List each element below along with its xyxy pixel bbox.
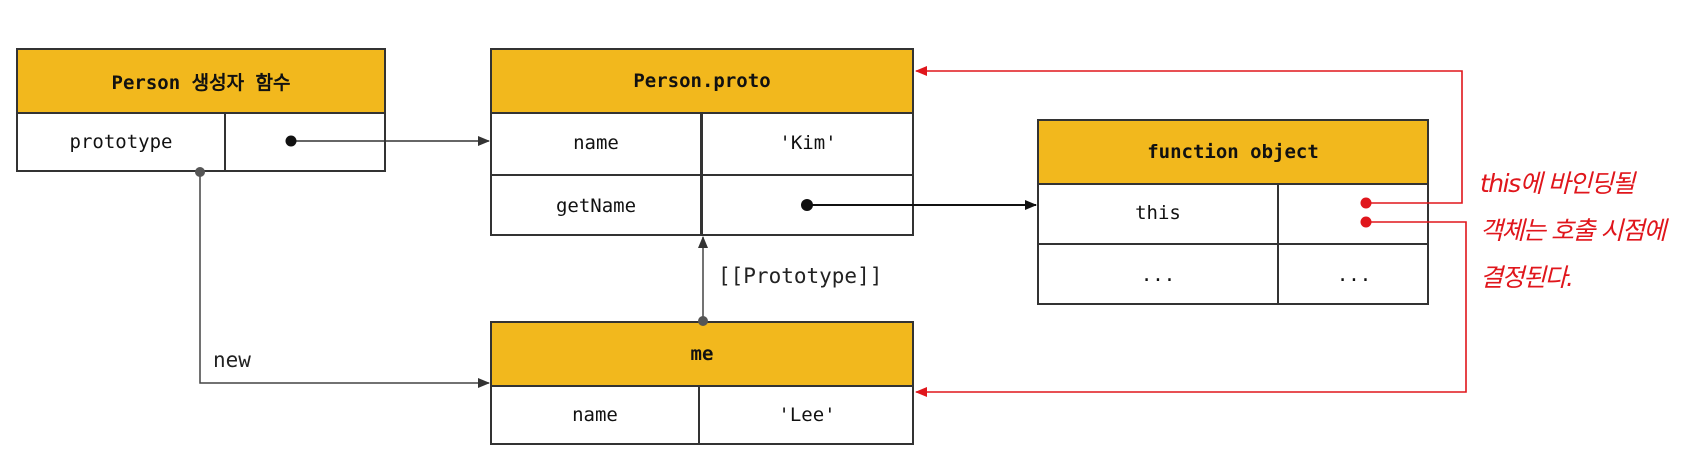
func-row-divider (1039, 243, 1427, 245)
me-name-key: name (572, 404, 618, 426)
function-object-title: function object (1039, 121, 1427, 185)
constructor-title: Person 생성자 함수 (18, 50, 384, 114)
annotation-line-3: 결정된다. (1480, 263, 1574, 292)
constructor-divider (224, 112, 226, 172)
function-object-box: function object this ... ... (1037, 119, 1429, 305)
constructor-prototype-key: prototype (69, 131, 173, 153)
proto-col-divider (700, 112, 703, 236)
constructor-box: Person 생성자 함수 prototype (16, 48, 386, 172)
me-name-value: 'Lee' (778, 404, 836, 426)
prototype-chain-dot (698, 316, 708, 326)
prototype-pointer-dot (285, 135, 297, 147)
annotation-line-1: this에 바인딩될 (1480, 169, 1635, 198)
person-proto-box: Person.proto name 'Kim' getName (490, 48, 914, 236)
this-binding-arrow-proto (915, 66, 1463, 204)
prototype-link-label: [[Prototype]] (718, 264, 883, 288)
func-this-key: this (1135, 202, 1181, 224)
new-label: new (213, 348, 251, 372)
this-binding-annotation: this에 바인딩될 객체는 호출 시점에 결정된다. (1480, 160, 1666, 301)
this-binding-arrow-me (915, 221, 1467, 397)
this-binding-dot-1 (1360, 197, 1372, 209)
func-rest-key: ... (1140, 264, 1176, 286)
getname-pointer-dot (801, 199, 813, 211)
new-origin-dot (195, 167, 205, 177)
func-col-divider (1277, 183, 1279, 305)
this-binding-dot-2 (1360, 216, 1372, 228)
new-instance-arrow (199, 172, 490, 388)
func-rest-value: ... (1336, 264, 1372, 286)
proto-getname-key: getName (555, 195, 637, 217)
me-col-divider (698, 385, 700, 445)
proto-name-key: name (573, 132, 619, 154)
me-box: me name 'Lee' (490, 321, 914, 445)
proto-name-value: 'Kim' (779, 132, 837, 154)
me-title: me (492, 323, 912, 387)
annotation-line-2: 객체는 호출 시점에 (1480, 216, 1666, 245)
